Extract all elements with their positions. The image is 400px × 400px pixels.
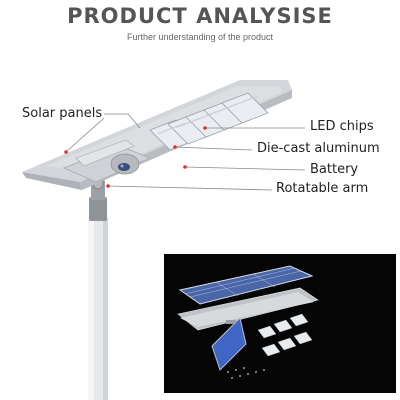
callout-battery: Battery (310, 162, 359, 177)
mounting-bracket (62, 139, 152, 183)
callout-die-cast-aluminum: Die-cast aluminum (257, 141, 380, 156)
exploded-view-inset (164, 254, 396, 393)
callout-rotatable-arm: Rotatable arm (276, 181, 369, 196)
callout-solar-panels: Solar panels (22, 106, 103, 121)
led-modules (149, 92, 269, 151)
marker-dots (64, 126, 207, 188)
solar-panel-array (178, 265, 314, 305)
page-title: PRODUCT ANALYSISE (67, 4, 333, 28)
leader-lines (65, 113, 306, 191)
page-subtitle: Further understanding of the product (126, 32, 274, 42)
callout-led-chips: LED chips (310, 119, 374, 134)
exploded-led-modules (257, 313, 313, 357)
pole (88, 218, 108, 400)
